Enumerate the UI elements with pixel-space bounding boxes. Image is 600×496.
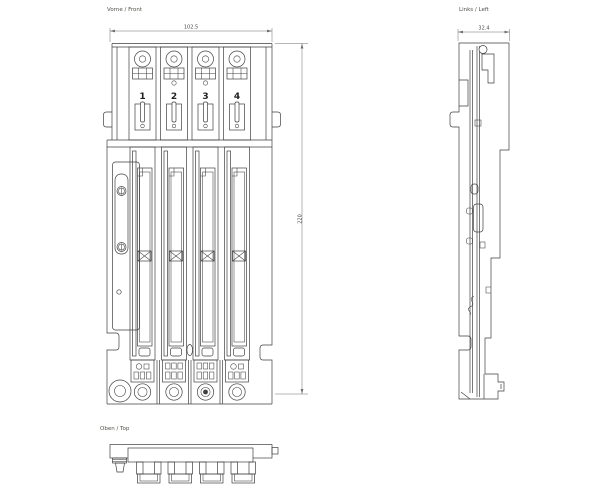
screw-top: [116, 186, 127, 196]
fuse-module-4: 4: [223, 46, 251, 401]
front-width-dim-text: 102.5: [184, 25, 198, 31]
front-view-label: Vorne / Front: [107, 7, 143, 13]
top-view-block: [199, 461, 225, 484]
terminal-ring-icon: [228, 383, 246, 401]
front-width-dimension: 102.5: [109, 25, 273, 42]
front-housing-body: [106, 139, 273, 405]
module-number: 3: [202, 92, 208, 102]
mounting-hole: [108, 379, 132, 403]
fuse-module-3: 3: [191, 46, 220, 401]
terminal-ring-icon: [165, 50, 183, 68]
top-view-terminal: [112, 457, 127, 473]
left-view-label: Links / Left: [459, 7, 490, 13]
terminal-ring-icon: [133, 383, 152, 401]
screw-bottom: [116, 242, 127, 252]
left-view: Links / Left 32.4: [449, 7, 510, 400]
terminal-ring-icon: [197, 50, 214, 68]
terminal-block: [130, 359, 155, 383]
front-top-rail: [103, 43, 281, 140]
left-view-outline: [449, 42, 510, 400]
module-number: 4: [234, 92, 240, 102]
top-view-outline: [109, 444, 279, 484]
terminal-ring-icon: [228, 50, 246, 68]
module-number: 2: [171, 92, 177, 102]
small-hole: [116, 289, 122, 295]
top-view-label: Oben / Top: [100, 426, 130, 432]
terminal-block: [162, 359, 186, 383]
top-view-block: [167, 461, 193, 484]
left-depth-dim-text: 32.4: [478, 26, 489, 32]
top-view-block: [230, 461, 256, 484]
terminal-ring-icon: [134, 50, 151, 68]
module-number: 1: [139, 92, 145, 102]
left-depth-dimension: 32.4: [457, 26, 510, 41]
terminal-block: [225, 359, 249, 383]
top-view: Oben / Top: [100, 426, 279, 484]
front-view: Vorne / Front 102.5 220: [103, 7, 308, 405]
front-height-dimension: 220: [275, 43, 308, 395]
front-mounting-plate: [108, 161, 140, 403]
terminal-ring-side-icon: [478, 45, 488, 54]
fuse-module-1: 1: [128, 46, 157, 401]
front-height-dim-text: 220: [298, 214, 304, 224]
top-view-block: [136, 461, 162, 484]
terminal-block: [193, 359, 218, 383]
terminal-ring-icon: [165, 383, 183, 401]
fuse-module-2: 2: [160, 46, 188, 401]
din-rail-latch: [473, 203, 484, 233]
